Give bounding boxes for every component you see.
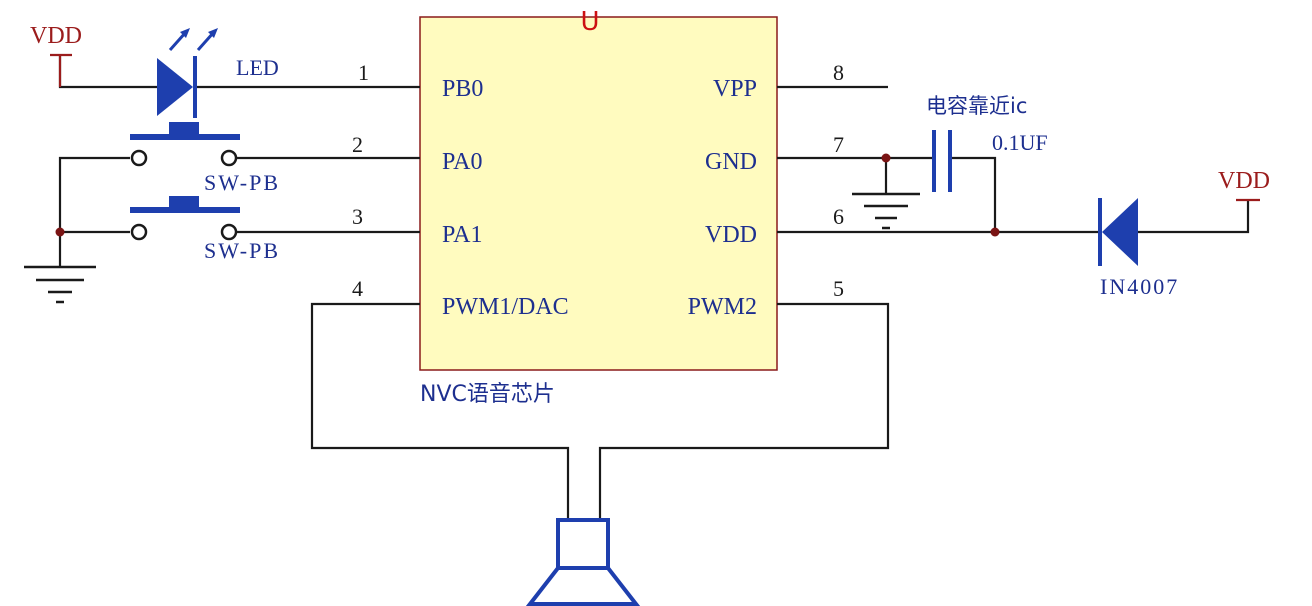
vdd-label-left: VDD — [30, 23, 82, 49]
junction-dot-left — [55, 227, 65, 237]
capacitor-value: 0.1UF — [992, 130, 1048, 155]
pin-number-5: 5 — [833, 276, 844, 301]
switch-1-label: SW-PB — [204, 170, 280, 195]
capacitor-icon — [932, 130, 952, 192]
switch-2-icon — [130, 196, 240, 241]
capacitor-note: 电容靠近ic — [926, 94, 1027, 118]
vdd-label-right: VDD — [1218, 168, 1270, 194]
wire-vdd-led — [58, 55, 157, 89]
chip-label: NVC语音芯片 — [420, 382, 555, 407]
wire-pin4-speaker — [310, 302, 570, 520]
junction-dot-vdd — [990, 227, 1000, 237]
wires — [58, 55, 1250, 520]
pin-name-pb0: PB0 — [442, 76, 483, 102]
diode-label: IN4007 — [1100, 274, 1179, 299]
pin-number-7: 7 — [833, 132, 844, 157]
ground-icon-left — [24, 265, 96, 304]
ground-icon-right — [852, 192, 920, 230]
pin-number-4: 4 — [352, 276, 363, 301]
pin-number-1: 1 — [358, 60, 369, 85]
speaker-icon — [525, 518, 641, 606]
pin-name-pwm2: PWM2 — [688, 294, 757, 320]
switch-1-icon — [130, 122, 240, 167]
wire-pin5-speaker — [598, 302, 890, 520]
pin-number-3: 3 — [352, 204, 363, 229]
pin-number-2: 2 — [352, 132, 363, 157]
pin-name-pa1: PA1 — [442, 222, 482, 248]
chip-body — [419, 16, 778, 371]
vdd-symbol-left — [50, 53, 72, 87]
pin-number-8: 8 — [833, 60, 844, 85]
pin-name-vpp: VPP — [713, 76, 757, 102]
pin-name-pwm1-dac: PWM1/DAC — [442, 294, 569, 320]
led-label: LED — [236, 55, 279, 80]
chip-ref-mark: U — [580, 7, 599, 37]
led-icon — [157, 28, 218, 118]
pin-name-gnd: GND — [705, 149, 757, 175]
wire-diode-vdd — [1138, 200, 1250, 234]
wire-cap-right — [950, 156, 997, 232]
diode-icon — [1098, 198, 1138, 266]
junction-dot-gnd — [881, 153, 891, 163]
pin-name-vdd: VDD — [705, 222, 757, 248]
wire-sw1-left — [58, 156, 130, 232]
switch-2-label: SW-PB — [204, 238, 280, 263]
pin-name-pa0: PA0 — [442, 149, 482, 175]
pin-number-6: 6 — [833, 204, 844, 229]
